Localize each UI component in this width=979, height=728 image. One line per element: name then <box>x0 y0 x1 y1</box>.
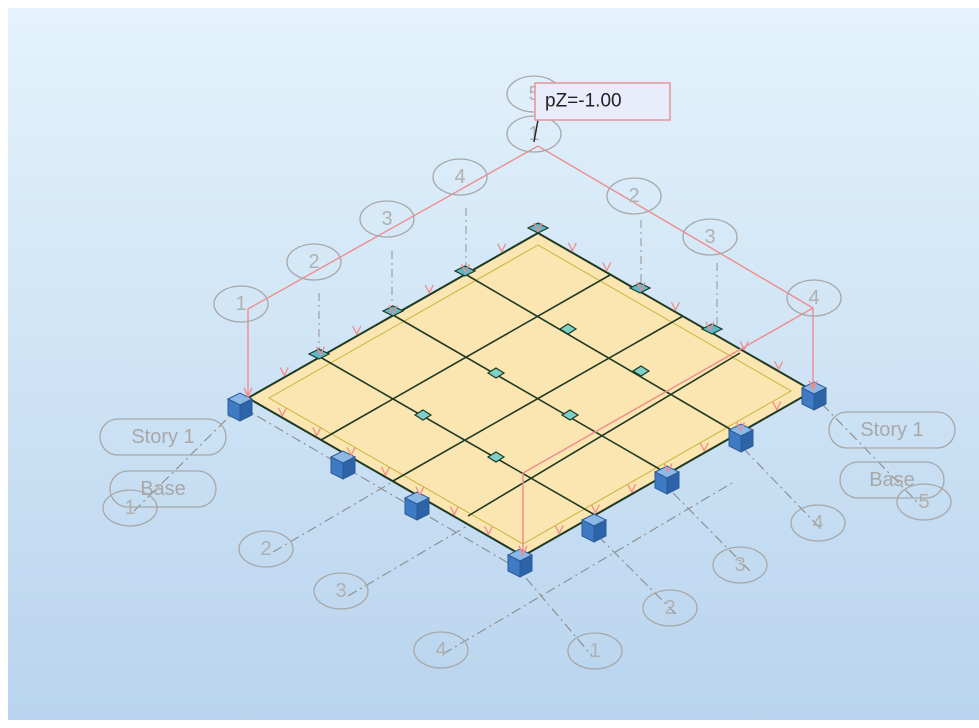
support-box <box>727 423 755 453</box>
3d-model-view[interactable]: 1 2 3 4 4 3 2 1 <box>8 8 979 720</box>
support-box <box>800 381 828 411</box>
level-labels[interactable]: Story 1 Base Story 1 Base <box>99 411 956 508</box>
svg-text:3: 3 <box>381 208 392 230</box>
3d-model-viewport[interactable]: 1 2 3 4 4 3 2 1 <box>8 8 979 720</box>
svg-text:1: 1 <box>528 123 539 145</box>
base-gridline-row-4 <box>442 482 733 655</box>
svg-text:4: 4 <box>435 639 446 661</box>
base-gridline-col-4 <box>742 447 821 529</box>
joint <box>558 323 578 335</box>
beam-b1 <box>320 274 611 441</box>
base-gridline-col-2 <box>597 535 677 615</box>
svg-text:2: 2 <box>260 538 271 560</box>
joint <box>486 451 506 463</box>
grid-bubble-top-left-3[interactable]: 3 <box>359 200 415 238</box>
beam-joints <box>413 323 651 463</box>
svg-text:1: 1 <box>235 293 246 315</box>
base-gridline-row-3 <box>347 454 589 597</box>
joint <box>413 409 433 421</box>
joint <box>631 365 651 377</box>
grid-bubble-front-right-3[interactable]: 3 <box>712 546 768 584</box>
beam-b2 <box>392 315 684 482</box>
grid-bubble-top-right-2[interactable]: 2 <box>606 177 662 215</box>
svg-text:Story 1: Story 1 <box>131 426 194 448</box>
level-label-left-story[interactable]: Story 1 <box>99 418 227 456</box>
load-outline-front <box>522 307 814 474</box>
svg-text:Base: Base <box>140 478 186 500</box>
grid-bubble-top-left-2[interactable]: 2 <box>286 243 342 281</box>
grid-bubble-front-left-3[interactable]: 3 <box>313 572 369 610</box>
svg-text:4: 4 <box>454 166 465 188</box>
svg-text:2: 2 <box>628 185 639 207</box>
svg-text:Story 1: Story 1 <box>860 419 923 441</box>
svg-text:3: 3 <box>704 226 715 248</box>
svg-text:4: 4 <box>812 512 823 534</box>
svg-text:Base: Base <box>869 469 915 491</box>
grid-bubbles[interactable]: 1 2 3 4 4 3 2 1 <box>102 75 952 670</box>
level-label-right-base[interactable]: Base <box>839 461 945 499</box>
support-box <box>653 465 681 495</box>
support-box <box>329 450 357 480</box>
grid-bubble-front-right-4[interactable]: 4 <box>790 504 846 542</box>
load-tag-leader <box>533 119 539 143</box>
svg-text:3: 3 <box>734 554 745 576</box>
svg-text:3: 3 <box>335 580 346 602</box>
support-box <box>506 548 534 578</box>
beam-a3 <box>319 356 596 516</box>
grid-bubble-top-right-1[interactable]: 1 <box>506 115 562 153</box>
support-box <box>580 513 608 543</box>
base-gridline-left-edge <box>133 405 241 512</box>
supports <box>226 381 828 578</box>
load-tag-box <box>534 82 671 121</box>
beam-b3 <box>467 352 741 517</box>
base-gridline-col-5 <box>821 403 924 509</box>
svg-text:5: 5 <box>528 83 539 105</box>
joint <box>560 409 580 421</box>
support-box <box>403 491 431 521</box>
grid-bubble-front-left-4[interactable]: 4 <box>413 631 469 669</box>
support-box <box>226 392 254 422</box>
base-gridline-col-3 <box>672 492 751 572</box>
load-value-tag[interactable]: pZ=-1.00 <box>533 82 671 143</box>
grid-bubble-end-right-5[interactable]: 5 <box>896 483 952 521</box>
beam-a1 <box>464 273 736 433</box>
load-value-text: pZ=-1.00 <box>545 91 622 112</box>
svg-text:5: 5 <box>918 491 929 513</box>
beam-a2 <box>392 314 669 475</box>
story-gridline-stubs <box>318 208 718 352</box>
grid-bubble-top-left-4[interactable]: 4 <box>432 158 488 196</box>
grid-bubble-front-right-2[interactable]: 2 <box>642 589 698 627</box>
level-label-right-story[interactable]: Story 1 <box>828 411 956 449</box>
grid-bubble-front-left-2[interactable]: 2 <box>238 530 294 568</box>
slab-beams <box>319 273 741 517</box>
level-label-left-base[interactable]: Base <box>109 470 217 508</box>
grid-bubble-top-right-4[interactable]: 4 <box>786 279 842 317</box>
grid-bubble-front-right-1[interactable]: 1 <box>567 632 623 670</box>
svg-text:2: 2 <box>664 597 675 619</box>
joint <box>486 367 506 379</box>
svg-text:2: 2 <box>308 251 319 273</box>
grid-bubble-top-right-3[interactable]: 3 <box>682 218 738 256</box>
base-gridline-col-1 <box>525 577 594 658</box>
grid-bubble-front-left-1[interactable]: 1 <box>102 489 158 527</box>
grid-bubble-top-left-1[interactable]: 1 <box>213 285 269 323</box>
svg-text:1: 1 <box>589 640 600 662</box>
svg-text:4: 4 <box>808 287 819 309</box>
svg-text:1: 1 <box>124 497 135 519</box>
